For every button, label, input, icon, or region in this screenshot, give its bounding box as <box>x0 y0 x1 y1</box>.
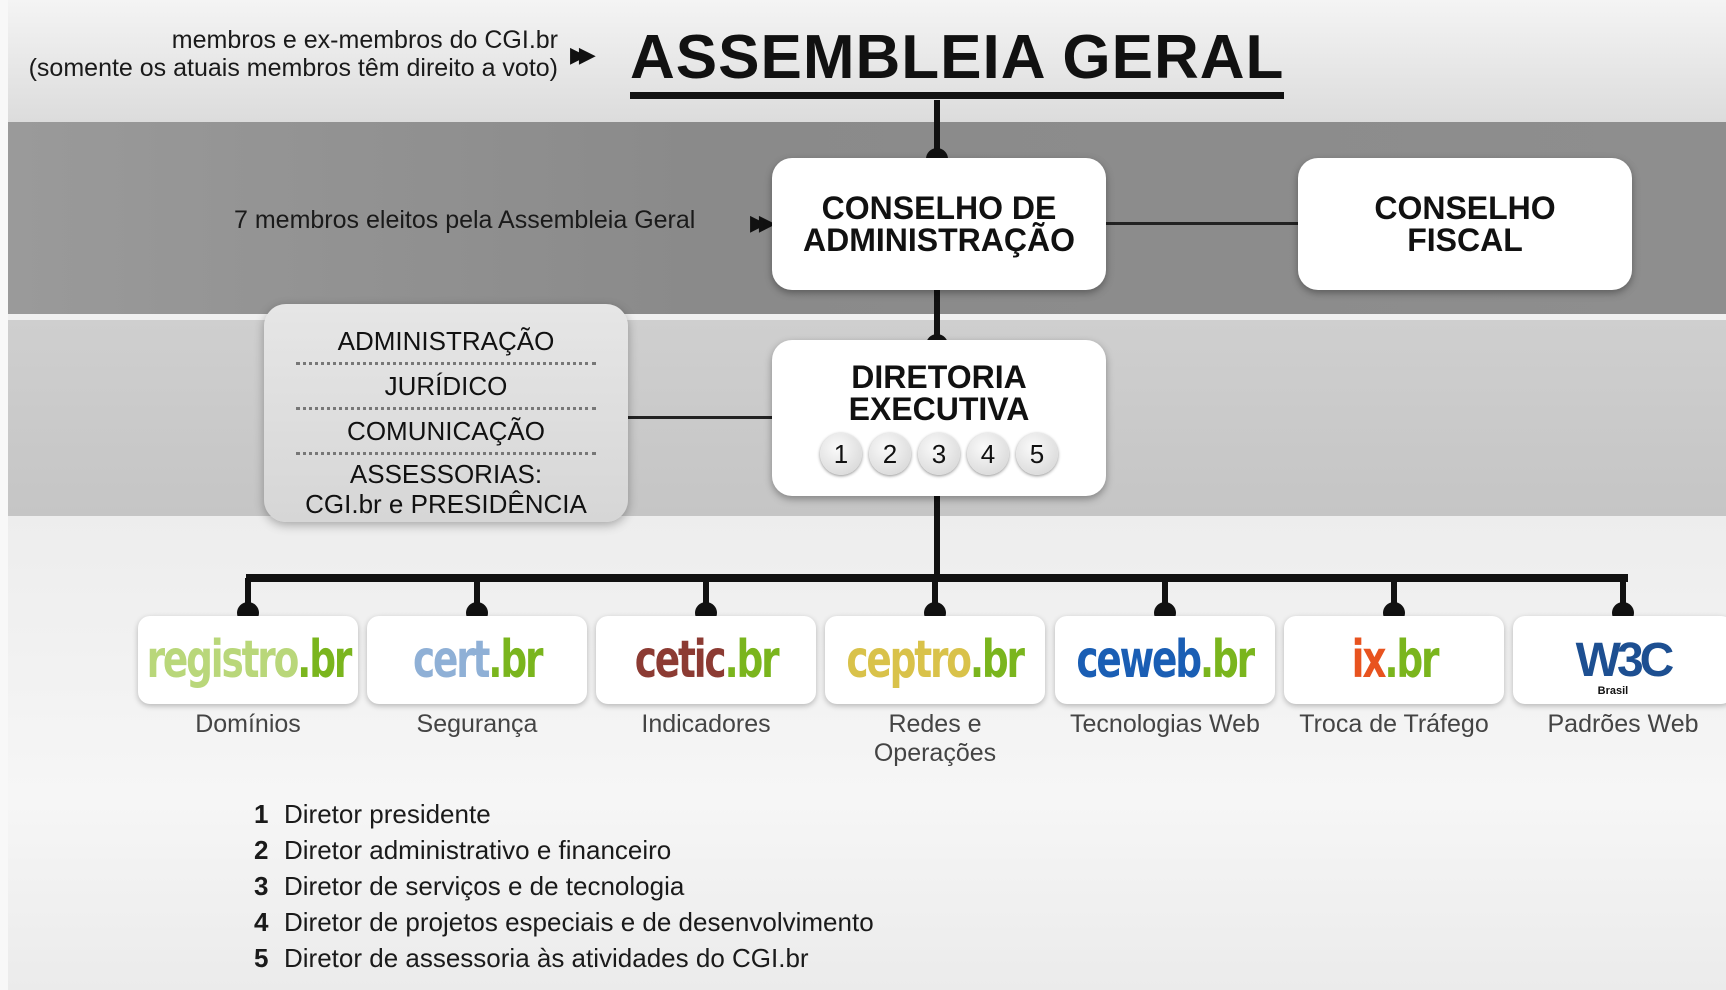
director-legend: 1 Diretor presidente 2 Diretor administrat… <box>254 796 874 976</box>
legend-item: 1 Diretor presidente <box>254 796 874 832</box>
assessor-item-administracao: ADMINISTRAÇÃO <box>296 320 596 365</box>
left-edge <box>0 0 8 990</box>
unit-brand-text: cetic.br <box>634 630 780 690</box>
executive-line2: EXECUTIVA <box>848 391 1030 427</box>
unit-logo-ceweb: ceweb.br <box>1055 616 1275 704</box>
unit-br-suffix: .br <box>970 630 1025 690</box>
unit-caption: Redes e Operações <box>873 710 997 767</box>
units-band <box>8 516 1726 990</box>
unit-brand-text: cert.br <box>412 630 543 690</box>
board-box: CONSELHO DE ADMINISTRAÇÃO <box>772 158 1106 290</box>
assembly-note: membros e ex-membros do CGI.br (somente … <box>10 26 558 82</box>
assessor-item-juridico: JURÍDICO <box>296 365 596 410</box>
assessor-item-cgi-presidencia: CGI.br e PRESIDÊNCIA <box>305 489 587 519</box>
unit-logo-cert: cert.br <box>367 616 587 704</box>
legend-num: 4 <box>254 907 269 937</box>
connector-assessor-executive <box>628 416 772 419</box>
unit-name: ceptro <box>846 630 973 690</box>
unit-caption: Domínios <box>195 710 301 738</box>
unit-br-suffix: .br <box>488 630 543 690</box>
unit-drop-line <box>245 578 251 608</box>
connector-assembly-board <box>934 100 940 158</box>
unit-brand-text: ix.br <box>1351 630 1439 690</box>
assessor-item-comunicacao: COMUNICAÇÃO <box>296 410 596 455</box>
legend-num: 1 <box>254 799 269 829</box>
unit-drop-line <box>1391 578 1397 608</box>
legend-item: 3 Diretor de serviços e de tecnologia <box>254 868 874 904</box>
legend-item: 2 Diretor administrativo e financeiro <box>254 832 874 868</box>
unit-caption: Troca de Tráfego <box>1299 710 1489 738</box>
director-number-5: 5 <box>1016 433 1058 475</box>
legend-num: 5 <box>254 943 269 973</box>
fiscal-line1: CONSELHO <box>1374 190 1556 226</box>
unit-caption: Tecnologias Web <box>1070 710 1260 738</box>
director-number-4: 4 <box>967 433 1009 475</box>
unit-caption: Padrões Web <box>1547 710 1699 738</box>
legend-item: 5 Diretor de assessoria às atividades do … <box>254 940 874 976</box>
unit-name: cert <box>412 630 490 690</box>
legend-text: Diretor de assessoria às atividades do C… <box>284 943 809 973</box>
director-number-1: 1 <box>820 433 862 475</box>
unit-drop-line <box>703 578 709 608</box>
executive-line1: DIRETORIA <box>851 359 1027 395</box>
assessor-box: ADMINISTRAÇÃO JURÍDICO COMUNICAÇÃO ASSES… <box>264 304 628 522</box>
unit-br-suffix: .br <box>1200 630 1255 690</box>
connector-board-fiscal <box>1106 222 1298 225</box>
legend-text: Diretor de projetos especiais e de desen… <box>284 907 874 937</box>
assembly-arrow-icon: ▶▶ <box>570 42 596 67</box>
legend-text: Diretor administrativo e financeiro <box>284 835 672 865</box>
unit-drop-line <box>932 578 938 608</box>
unit-brand-text: ceptro.br <box>846 630 1026 690</box>
connector-executive-units <box>934 496 940 576</box>
unit-logo-ix: ix.br <box>1284 616 1504 704</box>
legend-num: 2 <box>254 835 269 865</box>
legend-text: Diretor presidente <box>284 799 491 829</box>
legend-item: 4 Diretor de projetos especiais e de dese… <box>254 904 874 940</box>
unit-drop-line <box>1620 578 1626 608</box>
assembly-note-line1: membros e ex-membros do CGI.br <box>171 26 558 54</box>
w3c-brasil-label: Brasil <box>1597 684 1629 697</box>
board-line1: CONSELHO DE <box>821 190 1057 226</box>
fiscal-line2: FISCAL <box>1407 222 1523 258</box>
director-numbers: 1 2 3 4 5 <box>820 433 1058 475</box>
assembly-title: ASSEMBLEIA GERAL <box>630 26 1285 99</box>
unit-name: cetic <box>634 630 727 690</box>
board-arrow-icon: ▶▶ <box>750 210 776 235</box>
assembly-band <box>8 0 1726 122</box>
unit-caption: Indicadores <box>641 710 771 738</box>
unit-brand-text: registro.br <box>146 630 352 690</box>
unit-br-suffix: .br <box>724 630 779 690</box>
unit-drop-line <box>474 578 480 608</box>
unit-drop-line <box>1162 578 1168 608</box>
unit-brand-text: ceweb.br <box>1076 630 1256 690</box>
director-number-2: 2 <box>869 433 911 475</box>
fiscal-box: CONSELHO FISCAL <box>1298 158 1632 290</box>
unit-logo-registro: registro.br <box>138 616 358 704</box>
unit-name: registro <box>146 630 299 690</box>
unit-br-suffix: .br <box>296 630 352 690</box>
unit-logo-cetic: cetic.br <box>596 616 816 704</box>
unit-name: ix <box>1351 630 1386 690</box>
board-note: 7 membros eleitos pela Assembleia Geral <box>234 206 696 234</box>
assembly-note-line2: (somente os atuais membros têm direito a… <box>28 54 558 82</box>
unit-name: ceweb <box>1076 630 1203 690</box>
director-number-3: 3 <box>918 433 960 475</box>
assessor-item-assessorias: ASSESSORIAS: <box>349 459 543 489</box>
unit-logo-ceptro: ceptro.br <box>825 616 1045 704</box>
legend-num: 3 <box>254 871 269 901</box>
connector-board-executive <box>934 290 940 340</box>
legend-text: Diretor de serviços e de tecnologia <box>284 871 685 901</box>
board-line2: ADMINISTRAÇÃO <box>803 222 1075 258</box>
unit-caption: Segurança <box>416 710 538 738</box>
unit-br-suffix: .br <box>1383 630 1439 690</box>
executive-box: DIRETORIA EXECUTIVA 1 2 3 4 5 <box>772 340 1106 496</box>
